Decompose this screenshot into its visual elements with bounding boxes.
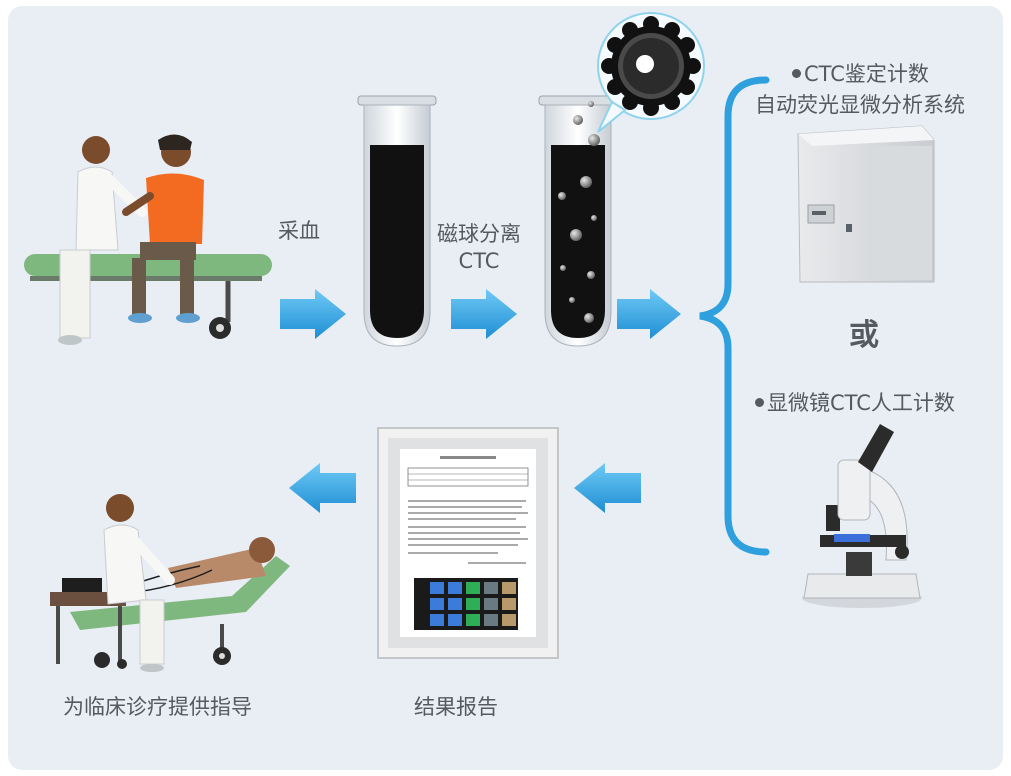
empty-test-tube-icon [357, 95, 437, 347]
label-clinical-guidance: 为临床诊疗提供指导 [63, 695, 252, 719]
blood-draw-illustration [24, 134, 272, 345]
bead-magnifier-icon [597, 12, 705, 133]
ecg-patient-illustration [50, 494, 290, 672]
arrow-report-in [574, 463, 641, 513]
fluorescence-analyzer-icon [797, 125, 935, 283]
label-or: 或 [849, 318, 879, 353]
label-separation-line2: CTC [458, 249, 500, 273]
microscope-icon [802, 424, 922, 608]
label-collect-blood: 采血 [278, 219, 320, 243]
label-separation-line1: 磁球分离 [437, 222, 521, 246]
bullet-dot [755, 397, 764, 407]
bullet-dot [792, 68, 801, 78]
label-manual-text: 显微镜CTC人工计数 [767, 391, 955, 415]
choice-bracket [699, 76, 770, 556]
arrow-3 [617, 289, 681, 339]
label-auto-count: CTC鉴定计数 [792, 61, 929, 88]
arrow-2 [451, 289, 517, 339]
arrow-report-out [289, 463, 356, 513]
label-manual-count: 显微镜CTC人工计数 [755, 390, 955, 417]
label-report: 结果报告 [414, 695, 498, 719]
label-auto-system: 自动荧光显微分析系统 [755, 93, 965, 117]
magnetic-bead-tube-icon [538, 95, 618, 347]
label-magnetic-separation: 磁球分离 CTC [420, 221, 538, 275]
arrow-1 [280, 289, 346, 339]
report-document-icon [377, 427, 559, 659]
label-auto-line1: CTC鉴定计数 [804, 62, 929, 86]
